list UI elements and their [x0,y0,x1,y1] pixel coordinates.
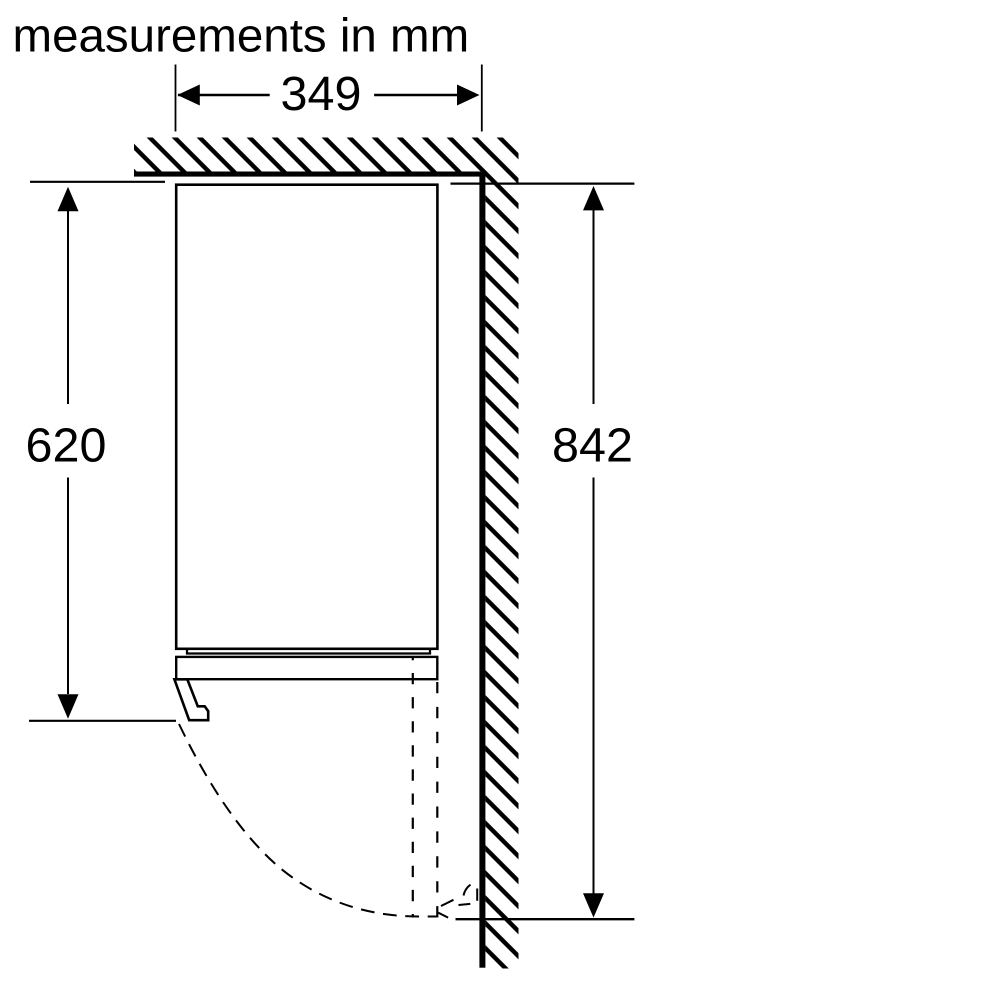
svg-text:842: 842 [552,419,633,473]
svg-text:349: 349 [281,67,362,121]
svg-text:measurements in mm: measurements in mm [13,10,470,63]
svg-text:620: 620 [26,419,107,473]
